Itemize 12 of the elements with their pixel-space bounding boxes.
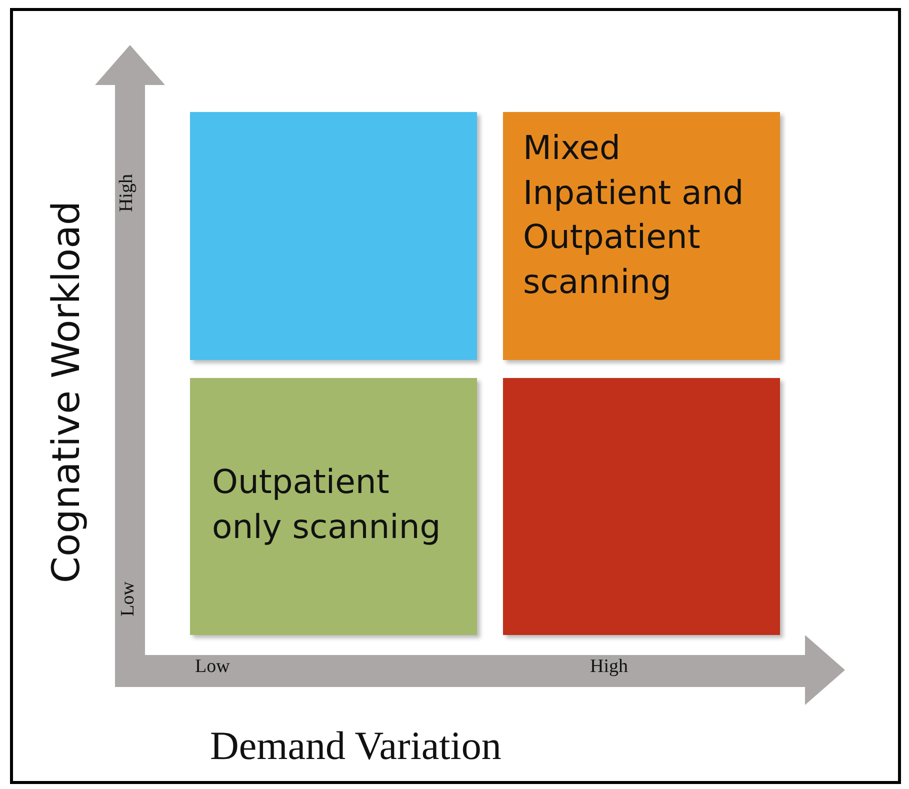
tick-label: High — [590, 656, 628, 678]
tick-label: High — [116, 174, 138, 212]
quadrant-box — [190, 112, 477, 360]
quadrant-box — [190, 378, 477, 635]
tick-label: Low — [195, 656, 230, 678]
quadrant-label: Mixed Inpatient and Outpatient scanning — [523, 127, 745, 303]
quadrant-box — [503, 112, 780, 360]
quadrant-box — [503, 378, 780, 635]
tick-label: Low — [117, 582, 140, 616]
quadrant-label: Outpatient only scanning — [212, 461, 442, 548]
axis-title: Cognative Workload — [44, 200, 88, 584]
axis-title: Demand Variation — [210, 722, 502, 769]
